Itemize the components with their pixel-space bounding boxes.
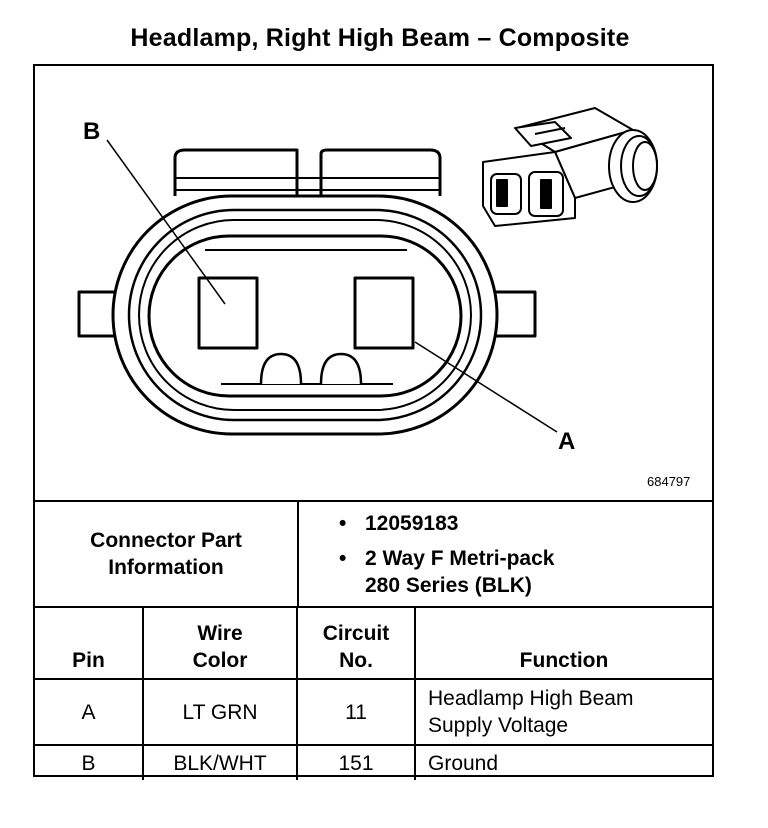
header-pin: Pin — [35, 606, 144, 680]
key-bump-right — [319, 352, 363, 385]
pin-b-label: B — [83, 118, 101, 145]
key-bump-left — [259, 352, 303, 385]
header-function: Function — [414, 606, 712, 680]
cell-wire-color: LT GRN — [142, 678, 298, 746]
cell-circuit: 151 — [296, 744, 416, 780]
cell-pin: B — [35, 744, 144, 780]
table-row: B BLK/WHT 151 Ground — [35, 744, 712, 780]
terminal-b — [197, 276, 259, 350]
diagram-title: Headlamp, Right High Beam – Composite — [130, 24, 630, 52]
leader-line-b — [106, 139, 226, 305]
terminal-a — [353, 276, 415, 350]
connector-info-header: Connector Part Information — [35, 500, 299, 606]
leader-line-a — [414, 341, 558, 433]
right-latch — [319, 148, 442, 196]
outer-housing — [111, 194, 499, 436]
pin-a-label: A — [558, 428, 576, 455]
cell-pin: A — [35, 678, 144, 746]
inner-cavity — [147, 234, 463, 398]
connector-frame: B A 684797 Connector Part Information 12… — [33, 64, 714, 780]
cell-circuit: 11 — [296, 678, 416, 746]
left-latch — [173, 148, 299, 196]
cell-wire-color: BLK/WHT — [142, 744, 298, 780]
connector-drawing: B A 684797 — [35, 66, 712, 500]
cell-function: Ground — [414, 744, 712, 780]
connector-description: 2 Way F Metri-pack 280 Series (BLK) — [339, 545, 712, 599]
figure-number: 684797 — [647, 474, 691, 489]
connector-face-svg — [77, 107, 658, 436]
connector-info-table: Connector Part Information 12059183 2 Wa… — [35, 500, 712, 606]
connector-info-details: 12059183 2 Way F Metri-pack 280 Series (… — [298, 500, 712, 606]
part-number: 12059183 — [339, 510, 712, 537]
connector-perspective-view — [482, 107, 658, 227]
